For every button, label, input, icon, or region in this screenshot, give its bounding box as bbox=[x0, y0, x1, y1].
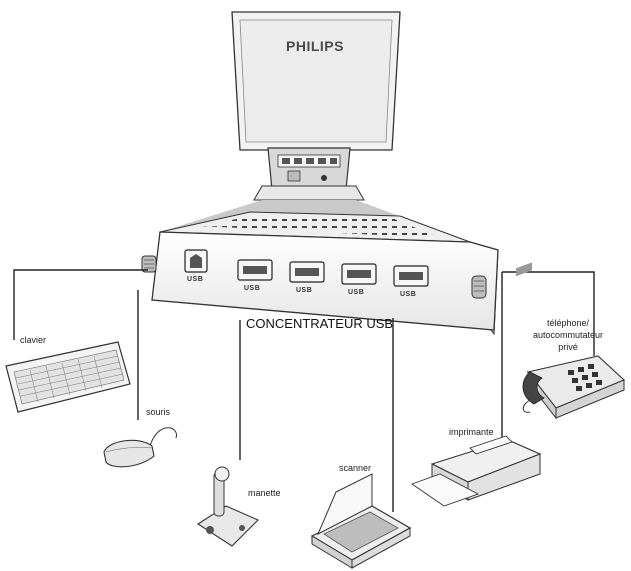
usb-port-label-2: USB bbox=[296, 287, 313, 294]
usb-port-b bbox=[184, 249, 208, 273]
usb-port-a-1 bbox=[237, 259, 273, 281]
usb-port-a-3 bbox=[341, 263, 377, 285]
right-thumbscrew bbox=[471, 275, 487, 299]
printer-illustration bbox=[411, 262, 542, 507]
telephone-label: téléphone/ autocommutateur privé bbox=[518, 317, 618, 353]
usb-port-label-3: USB bbox=[348, 289, 365, 296]
connector-lines bbox=[13, 269, 595, 512]
usb-port-a-4 bbox=[393, 265, 429, 287]
telephone-label-line3: privé bbox=[558, 342, 578, 352]
scanner-label: scanner bbox=[339, 463, 372, 473]
usb-port-label-4: USB bbox=[400, 291, 417, 298]
mouse-illustration bbox=[103, 427, 177, 468]
mouse-label: souris bbox=[146, 407, 171, 417]
joystick-illustration bbox=[196, 466, 259, 547]
telephone-label-line1: téléphone/ bbox=[546, 318, 590, 328]
phone-connector-line bbox=[502, 271, 595, 356]
monitor-brand-label: PHILIPS bbox=[286, 38, 344, 54]
hub-title: CONCENTRATEUR USB bbox=[246, 316, 394, 331]
usb-port-a-2 bbox=[289, 261, 325, 283]
keyboard-label: clavier bbox=[20, 335, 47, 345]
scanner-illustration bbox=[310, 473, 412, 569]
telephone-illustration bbox=[522, 355, 626, 420]
printer-label: imprimante bbox=[449, 427, 494, 437]
monitor bbox=[231, 11, 401, 201]
keyboard-connector-line bbox=[13, 269, 148, 340]
usb-port-label-1: USB bbox=[244, 285, 261, 292]
left-thumbscrew bbox=[141, 255, 157, 273]
keyboard-illustration bbox=[5, 341, 131, 413]
usb-port-label-b: USB bbox=[187, 276, 204, 283]
usb-hub bbox=[141, 211, 499, 336]
monitor-base-ports bbox=[267, 147, 351, 191]
telephone-label-line2: autocommutateur bbox=[532, 330, 604, 340]
joystick-label: manette bbox=[248, 488, 281, 498]
